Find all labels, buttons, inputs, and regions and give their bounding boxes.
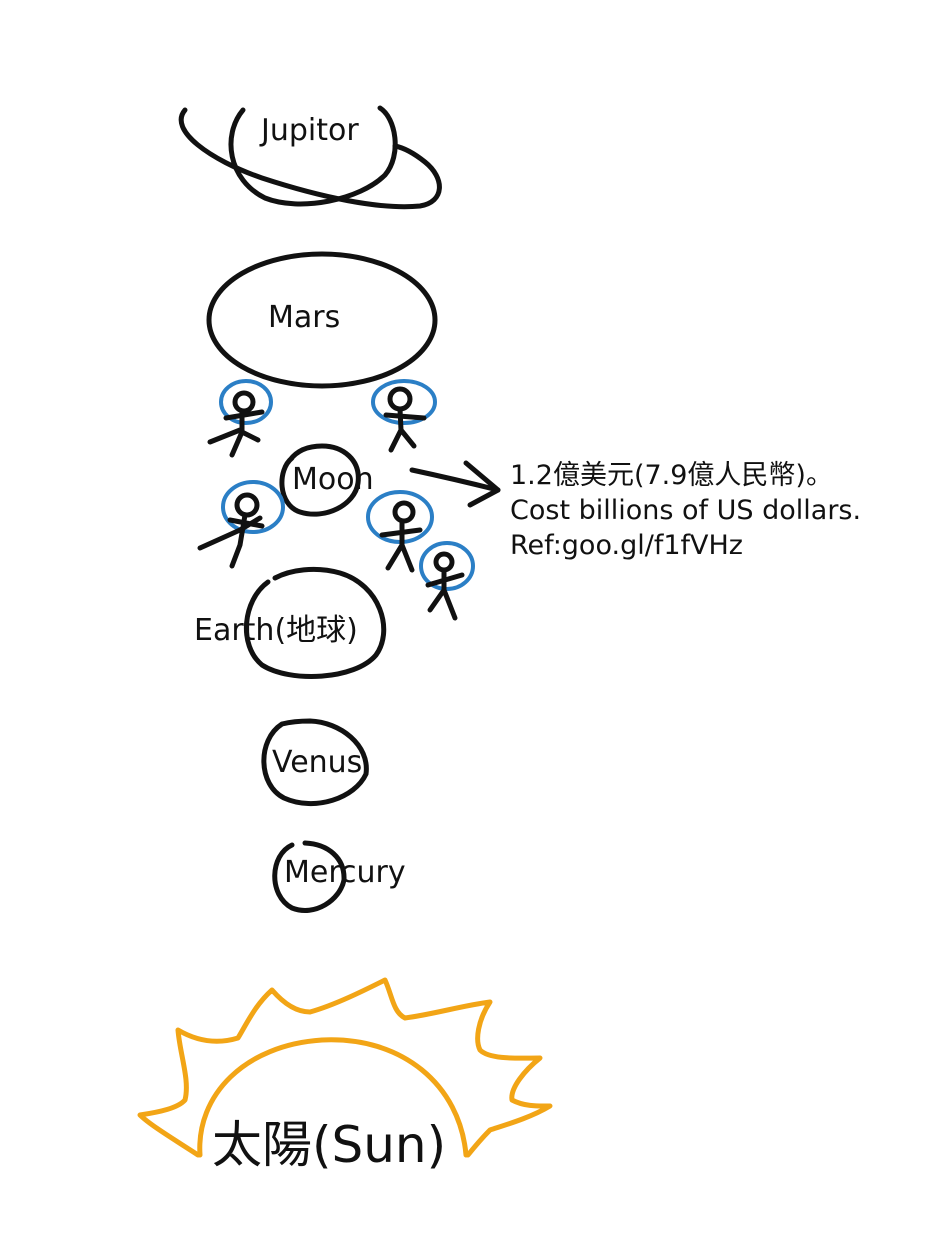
astronaut-5	[419, 541, 475, 621]
astronaut-3	[197, 480, 285, 569]
earth-drawing	[243, 566, 387, 679]
mars-drawing	[206, 251, 438, 389]
jupiter-label: Jupitor	[261, 113, 359, 148]
cost-note-reference: Ref:goo.gl/f1fVHz	[510, 530, 743, 561]
cost-note-line-english: Cost billions of US dollars.	[510, 495, 862, 526]
venus-drawing	[261, 718, 369, 807]
earth-label: Earth(地球)	[194, 613, 358, 648]
arrow-right-icon	[409, 460, 501, 508]
moon-label: Moon	[292, 462, 374, 497]
mercury-label: Mercury	[284, 855, 406, 890]
sun-label: 太陽(Sun)	[212, 1116, 447, 1174]
moon-drawing	[279, 443, 361, 517]
sun-drawing	[137, 977, 553, 1158]
astronaut-4	[366, 490, 434, 573]
mars-label: Mars	[268, 300, 341, 335]
astronaut-1	[207, 379, 273, 458]
venus-label: Venus	[272, 745, 363, 780]
jupiter-drawing	[178, 105, 442, 210]
mercury-drawing	[272, 840, 347, 913]
astronaut-2	[371, 379, 437, 453]
cost-note: 1.2億美元(7.9億人民幣)。 Cost billions of US dol…	[510, 458, 861, 563]
cost-note-line-chinese: 1.2億美元(7.9億人民幣)。	[510, 460, 833, 491]
